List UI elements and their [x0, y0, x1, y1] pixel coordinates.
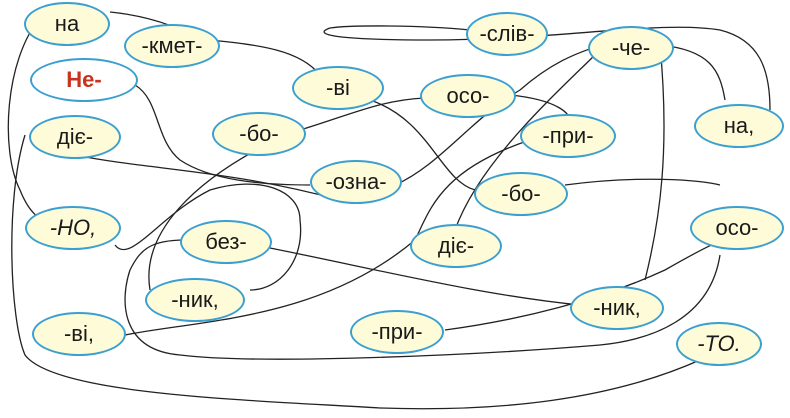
syllable-nyk-left[interactable]: -ник, — [145, 278, 245, 322]
syllable-ozna[interactable]: -озна- — [310, 160, 402, 204]
syllable-die-center[interactable]: діє- — [410, 224, 502, 268]
syllable-no[interactable]: -НО, — [25, 206, 121, 250]
connector-line — [564, 178, 721, 186]
syllable-vi-bottom-left[interactable]: -ві, — [32, 312, 126, 356]
syllable-pry-top[interactable]: -при- — [520, 114, 616, 158]
connector-line — [369, 99, 476, 191]
syllable-oso-top[interactable]: осо- — [420, 74, 516, 118]
connector-line — [124, 139, 531, 336]
syllable-vi-top[interactable]: -ві — [292, 66, 384, 110]
connector-line — [269, 247, 581, 306]
syllable-die-left[interactable]: діє- — [29, 115, 121, 159]
connector-line — [114, 183, 302, 291]
syllable-to[interactable]: -ТО. — [676, 322, 762, 366]
syllable-na-right[interactable]: на, — [694, 104, 784, 148]
syllable-sliv[interactable]: -слів- — [466, 12, 548, 56]
connector-line — [209, 39, 321, 76]
connector-line — [659, 44, 726, 101]
connector-line — [11, 134, 701, 410]
syllable-bo-right[interactable]: -бо- — [474, 172, 568, 216]
syllable-bez[interactable]: без- — [180, 220, 272, 264]
connector-line — [644, 44, 665, 281]
syllable-nyk-right[interactable]: -ник, — [570, 286, 664, 330]
syllable-pry-bottom[interactable]: -при- — [350, 310, 444, 354]
connector-line — [148, 147, 261, 291]
syllable-che[interactable]: -че- — [588, 26, 674, 70]
connector-line — [299, 97, 426, 131]
connector-line — [124, 239, 721, 360]
syllable-na-top-left[interactable]: на — [24, 2, 110, 46]
connector-line — [323, 25, 771, 111]
connector-line — [74, 154, 341, 201]
syllable-ne-start[interactable]: Не- — [30, 58, 138, 102]
syllable-kmet[interactable]: -кмет- — [124, 24, 220, 68]
syllable-oso-right[interactable]: осо- — [690, 206, 784, 250]
syllable-bo-middle[interactable]: -бо- — [212, 112, 306, 156]
